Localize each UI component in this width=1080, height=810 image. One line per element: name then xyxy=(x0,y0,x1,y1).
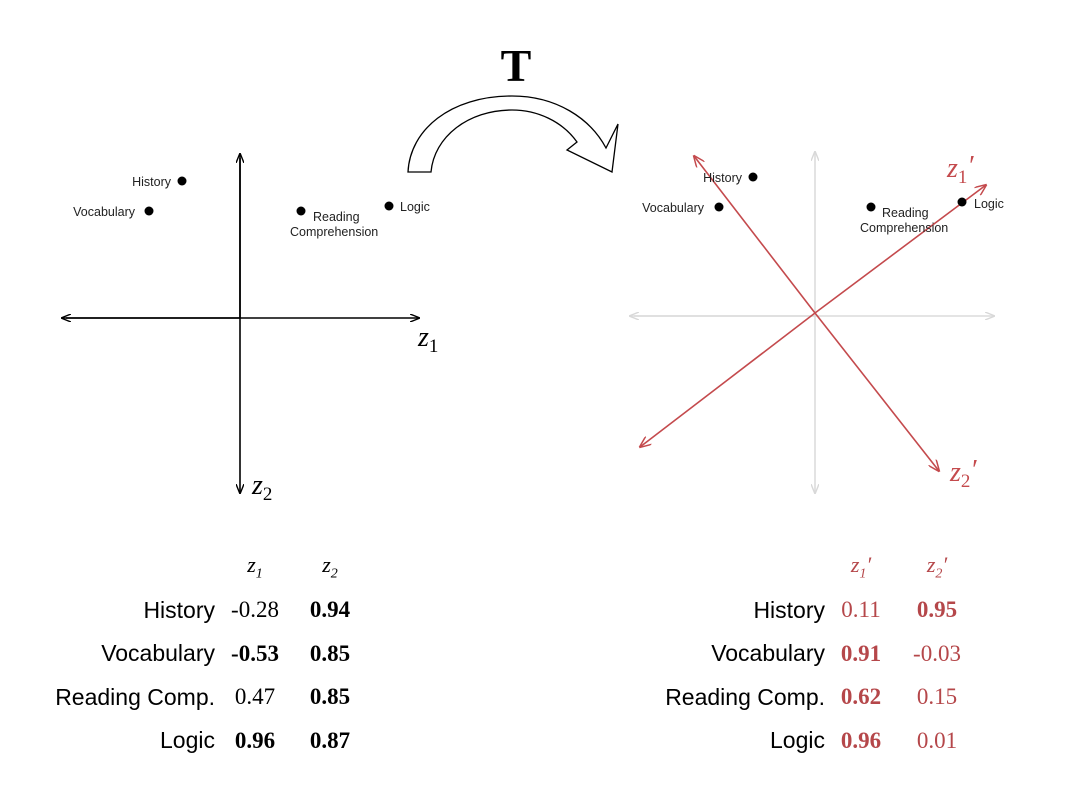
cell-z2-prime: 0.01 xyxy=(916,727,958,753)
rotated-axis-2-label: z2′ xyxy=(949,455,977,492)
right-label-logic: Logic xyxy=(974,197,1004,211)
table-row: Vocabulary 0.91 -0.03 xyxy=(630,632,977,676)
right-table-header: z1′ z2′ xyxy=(630,545,977,589)
left-loadings-table: z1 z2 History -0.28 0.94 Vocabulary -0.5… xyxy=(20,545,365,763)
left-label-reading-2: Comprehension xyxy=(290,225,378,239)
left-col-z2: z2 xyxy=(322,551,338,581)
left-table-corner xyxy=(20,545,215,589)
left-point-history xyxy=(177,176,187,186)
cell-z2-prime: -0.03 xyxy=(913,640,961,666)
left-table-header: z1 z2 xyxy=(20,545,365,589)
cell-z2-prime: 0.15 xyxy=(916,684,958,710)
left-label-reading: Reading xyxy=(313,210,360,224)
table-row: History -0.28 0.94 xyxy=(20,589,365,633)
cell-z1: -0.53 xyxy=(231,640,279,666)
left-col-z1: z1 xyxy=(247,551,263,581)
left-label-vocabulary: Vocabulary xyxy=(73,205,136,219)
cell-z1-prime: 0.62 xyxy=(840,684,882,710)
table-row: Reading Comp. 0.62 0.15 xyxy=(630,676,977,720)
left-label-history: History xyxy=(132,175,172,189)
right-point-vocabulary xyxy=(714,202,724,212)
transform-label: T xyxy=(501,40,532,91)
rotated-axis-2 xyxy=(814,312,939,471)
row-label: Vocabulary xyxy=(711,640,825,667)
row-label: History xyxy=(753,596,825,623)
rotated-axis-1-neg xyxy=(640,312,816,447)
table-row: Reading Comp. 0.47 0.85 xyxy=(20,676,365,720)
row-label: Reading Comp. xyxy=(55,683,215,710)
right-label-history: History xyxy=(703,171,743,185)
cell-z2: 0.94 xyxy=(309,597,351,623)
right-label-vocabulary: Vocabulary xyxy=(642,201,705,215)
transform-arrow xyxy=(407,95,619,173)
cell-z1: 0.47 xyxy=(234,684,276,710)
table-row: Vocabulary -0.53 0.85 xyxy=(20,632,365,676)
cell-z1-prime: 0.96 xyxy=(840,727,882,753)
left-point-reading xyxy=(296,206,306,216)
rotated-axis-2-neg xyxy=(694,156,816,314)
cell-z1-prime: 0.11 xyxy=(841,597,881,623)
cell-z1: -0.28 xyxy=(231,597,279,623)
right-label-reading: Reading xyxy=(882,206,929,220)
row-label: Vocabulary xyxy=(101,640,215,667)
row-label: History xyxy=(143,596,215,623)
left-label-logic: Logic xyxy=(400,200,430,214)
left-x-axis-label: z1 xyxy=(417,322,438,357)
right-col-z1-prime: z1′ xyxy=(850,551,872,581)
cell-z2: 0.87 xyxy=(309,727,351,753)
right-label-reading-2: Comprehension xyxy=(860,221,948,235)
left-point-logic xyxy=(384,201,394,211)
table-row: History 0.11 0.95 xyxy=(630,589,977,633)
right-point-reading xyxy=(866,202,876,212)
cell-z1: 0.96 xyxy=(234,727,276,753)
rotated-axis-1-label: z1′ xyxy=(946,151,974,188)
right-plot: z1′ z2′ History Vocabulary Reading Compr… xyxy=(630,151,1004,493)
cell-z1-prime: 0.91 xyxy=(840,640,882,666)
right-point-history xyxy=(748,172,758,182)
row-label: Reading Comp. xyxy=(665,683,825,710)
right-point-logic xyxy=(957,197,967,207)
table-row: Logic 0.96 0.01 xyxy=(630,719,977,763)
cell-z2-prime: 0.95 xyxy=(916,597,958,623)
row-label: Logic xyxy=(770,727,825,754)
left-plot: z1 z2 History Vocabulary Reading Compreh… xyxy=(62,154,438,505)
left-y-axis-label: z2 xyxy=(251,470,272,505)
table-row: Logic 0.96 0.87 xyxy=(20,719,365,763)
cell-z2: 0.85 xyxy=(309,684,351,710)
rotated-axis-1 xyxy=(814,185,986,314)
right-col-z2-prime: z2′ xyxy=(926,551,948,581)
left-point-vocabulary xyxy=(144,206,154,216)
right-table-corner xyxy=(630,545,825,589)
cell-z2: 0.85 xyxy=(309,640,351,666)
right-loadings-table: z1′ z2′ History 0.11 0.95 Vocabulary 0.9… xyxy=(630,545,977,763)
row-label: Logic xyxy=(160,727,215,754)
